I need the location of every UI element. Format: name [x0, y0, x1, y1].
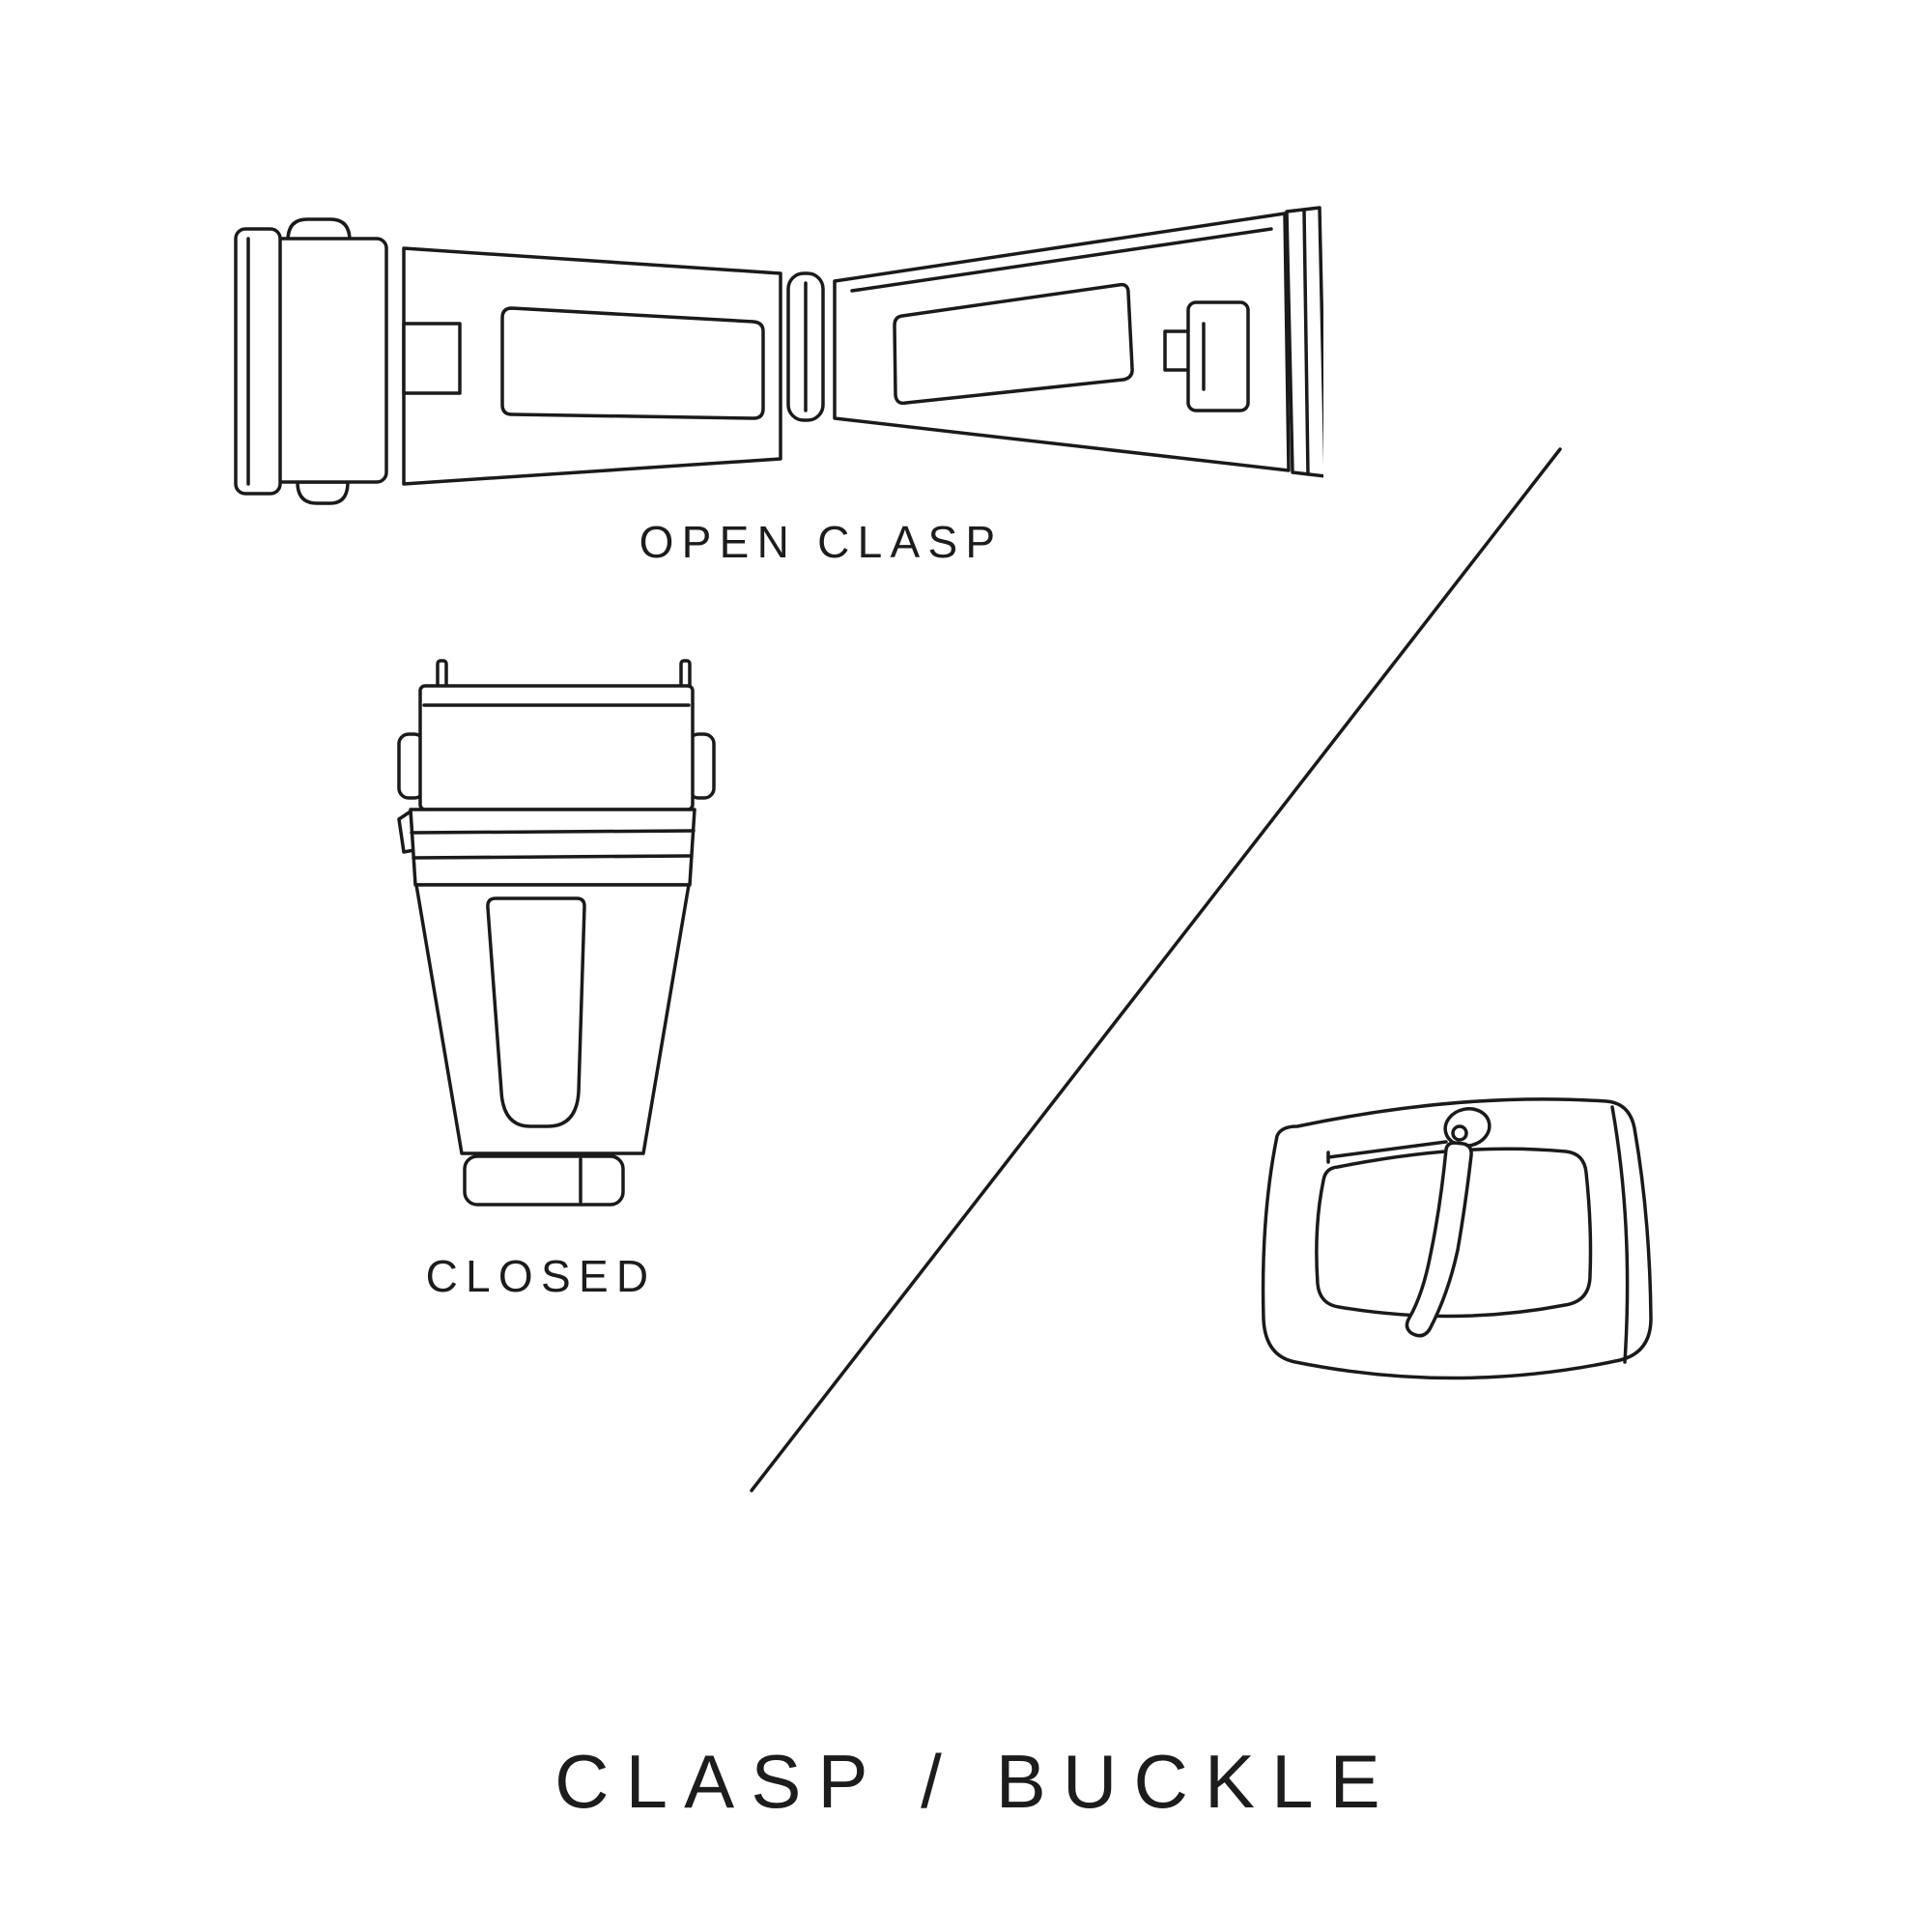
- open-clasp-label: OPEN CLASP: [639, 517, 1004, 567]
- buckle-illustration: [1261, 1097, 1653, 1380]
- diagonal-divider-line: [750, 447, 1562, 1492]
- closed-clasp-illustration: [397, 659, 716, 1207]
- closed-clasp-label: CLOSED: [425, 1251, 657, 1301]
- open-clasp-illustration: [234, 206, 1323, 505]
- page-title: CLASP / BUCKLE: [554, 1739, 1397, 1824]
